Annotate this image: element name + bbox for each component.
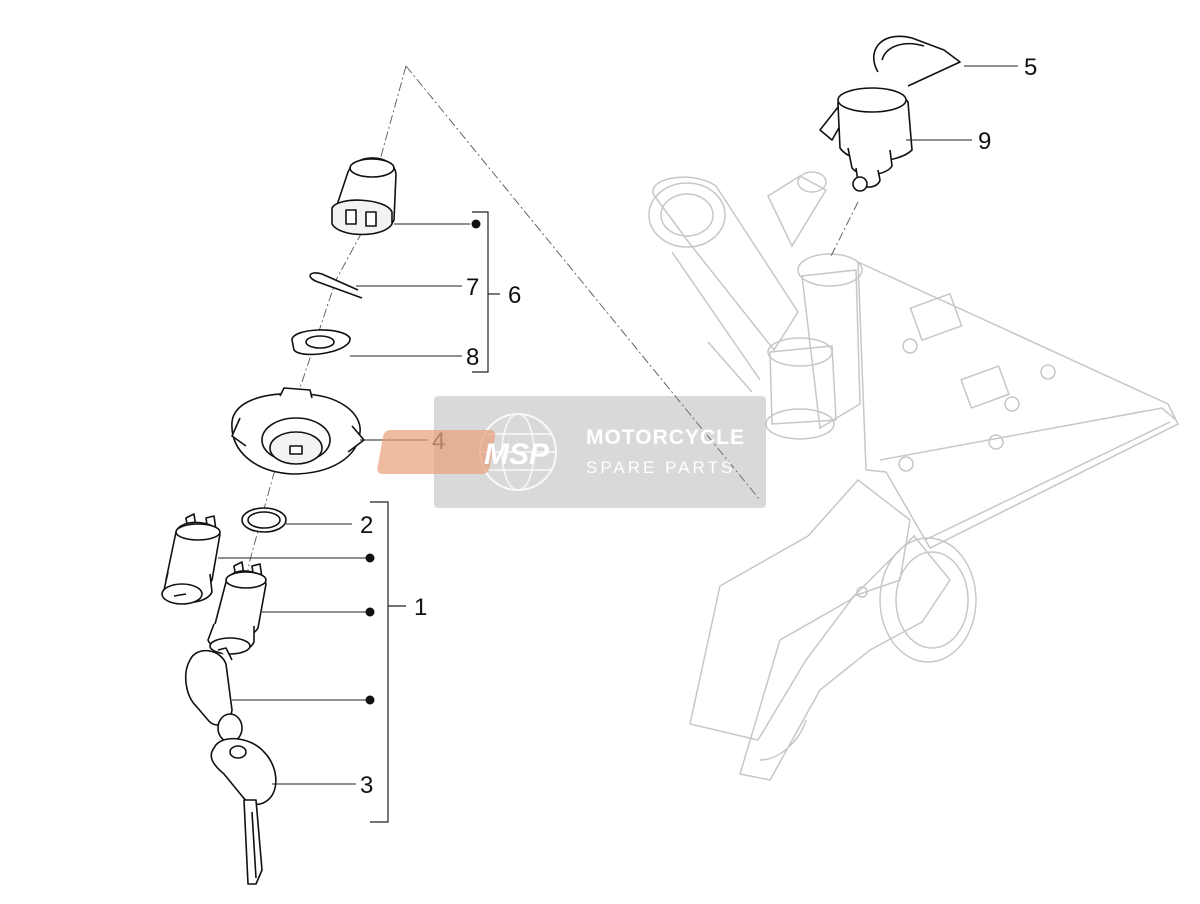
- lock-part-9: [819, 87, 913, 192]
- callout-2: 2: [360, 512, 373, 539]
- callout-5: 5: [1024, 54, 1037, 81]
- callout-6: 6: [508, 282, 521, 309]
- watermark-title: MOTORCYCLE: [586, 426, 745, 449]
- brackets: [370, 211, 500, 823]
- lock-barrel-right: [207, 561, 267, 655]
- callout-1: 1: [414, 594, 427, 621]
- lock-barrel-left: [161, 513, 221, 605]
- bullet-dots: [365, 219, 481, 705]
- washer-part-8: [291, 329, 351, 356]
- bullet-dot: [365, 607, 375, 617]
- msp-logo-text: MSP: [484, 438, 550, 471]
- steering-frame-ghost: [648, 171, 1180, 781]
- callout-3: 3: [360, 772, 373, 799]
- msp-logo-badge: [377, 430, 496, 474]
- bullet-dot: [365, 695, 375, 705]
- spring-clip-part-5: [873, 35, 961, 87]
- spring-pin-part-7: [309, 272, 363, 299]
- bullet-dot: [365, 553, 375, 563]
- lock-housing-part-6: [331, 157, 397, 236]
- callout-9: 9: [978, 128, 991, 155]
- callout-8: 8: [466, 344, 479, 371]
- o-ring-part-2: [241, 507, 287, 533]
- bullet-dot: [471, 219, 481, 229]
- key-part-3: [210, 737, 277, 885]
- lock-cover-part-4: [231, 387, 365, 475]
- leader-lines: [218, 65, 1018, 785]
- key-1: [184, 647, 243, 743]
- watermark-subtitle: SPARE PARTS: [586, 458, 735, 477]
- callout-7: 7: [466, 274, 479, 301]
- watermark: MSP MOTORCYCLE SPARE PARTS: [377, 396, 766, 508]
